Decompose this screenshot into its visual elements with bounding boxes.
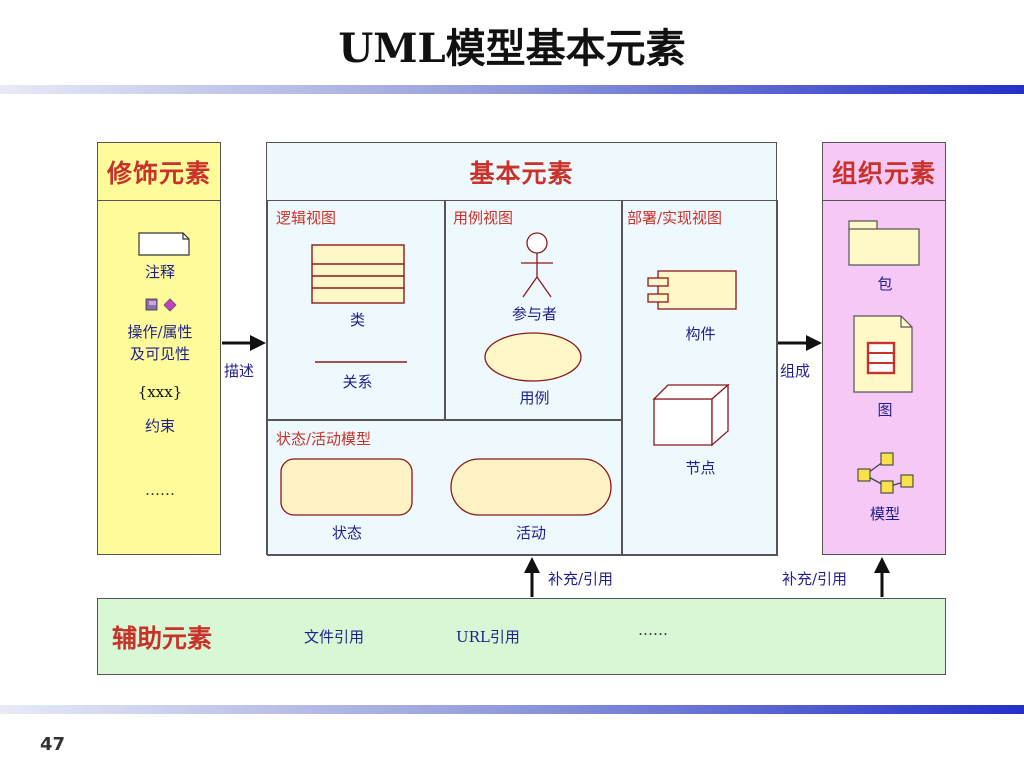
aux-file-ref: 文件引用 bbox=[304, 628, 365, 646]
node-cube-icon bbox=[652, 383, 730, 447]
usecase-label: 用例 bbox=[519, 389, 550, 407]
supplement-right-label: 补充/引用 bbox=[782, 570, 848, 588]
deploy-view: 部署/实现视图 构件 节点 bbox=[621, 200, 778, 556]
state-icon bbox=[280, 458, 413, 516]
activity-label: 活动 bbox=[515, 524, 546, 542]
logic-view: 逻辑视图 类 关系 bbox=[267, 200, 446, 421]
slide-title: UML模型基本元素 bbox=[338, 25, 686, 72]
class-label: 类 bbox=[349, 311, 365, 329]
page-number: 47 bbox=[40, 734, 66, 755]
operation-visibility-icon bbox=[145, 298, 177, 312]
package-label: 包 bbox=[877, 275, 893, 293]
diagram-icon bbox=[853, 315, 913, 393]
diagram-label: 图 bbox=[877, 401, 893, 419]
constraint-icon: {xxx} bbox=[137, 383, 183, 401]
supplement-left-label: 补充/引用 bbox=[548, 570, 614, 588]
decor-title: 修饰元素 bbox=[98, 143, 220, 201]
title-rule bbox=[0, 85, 1024, 94]
logic-view-title: 逻辑视图 bbox=[276, 209, 337, 227]
component-label: 构件 bbox=[685, 325, 716, 343]
activity-icon bbox=[450, 458, 612, 516]
actor-label: 参与者 bbox=[511, 305, 557, 323]
actor-icon bbox=[521, 232, 553, 298]
relation-label: 关系 bbox=[342, 373, 373, 391]
note-label: 注释 bbox=[144, 263, 175, 281]
org-title: 组织元素 bbox=[823, 143, 945, 201]
constraint-label: 约束 bbox=[144, 417, 175, 435]
package-icon bbox=[848, 220, 920, 266]
org-panel: 组织元素 包 图 模型 bbox=[822, 142, 946, 555]
supplement-arrow-right-icon bbox=[874, 557, 890, 597]
relation-line-icon bbox=[315, 361, 407, 363]
aux-ellipsis: …… bbox=[638, 621, 668, 639]
node-label: 节点 bbox=[685, 459, 716, 477]
model-icon bbox=[857, 452, 914, 494]
component-icon bbox=[647, 270, 737, 310]
operation-visibility-label: 操作/属性 及可见性 bbox=[127, 323, 193, 363]
aux-title: 辅助元素 bbox=[112, 624, 213, 653]
supplement-arrow-left-icon bbox=[524, 557, 540, 597]
describe-label: 描述 bbox=[224, 362, 255, 380]
compose-arrow-icon bbox=[778, 335, 822, 351]
state-activity-title: 状态/活动模型 bbox=[276, 430, 372, 448]
state-label: 状态 bbox=[331, 524, 362, 542]
decor-panel: 修饰元素 注释 操作/属性 及可见性 {xxx} 约束 …… bbox=[97, 142, 221, 555]
note-icon bbox=[138, 232, 190, 256]
compose-label: 组成 bbox=[780, 362, 811, 380]
usecase-view-title: 用例视图 bbox=[453, 209, 514, 227]
describe-arrow-icon bbox=[222, 335, 266, 351]
deploy-view-title: 部署/实现视图 bbox=[627, 209, 723, 227]
state-activity-model: 状态/活动模型 状态 活动 bbox=[267, 419, 623, 556]
footer-rule bbox=[0, 705, 1024, 714]
decor-ellipsis: …… bbox=[145, 481, 175, 499]
aux-url-ref: URL引用 bbox=[456, 628, 520, 646]
core-panel: 基本元素 逻辑视图 类 关系 用例视图 参与者 用例 部署/实现视图 bbox=[266, 142, 778, 556]
model-label: 模型 bbox=[869, 505, 900, 523]
usecase-ellipse-icon bbox=[484, 332, 582, 382]
class-icon bbox=[311, 244, 405, 304]
core-title: 基本元素 bbox=[267, 143, 776, 201]
usecase-view: 用例视图 参与者 用例 bbox=[444, 200, 623, 421]
aux-panel: 辅助元素 文件引用 URL引用 …… bbox=[97, 598, 946, 675]
